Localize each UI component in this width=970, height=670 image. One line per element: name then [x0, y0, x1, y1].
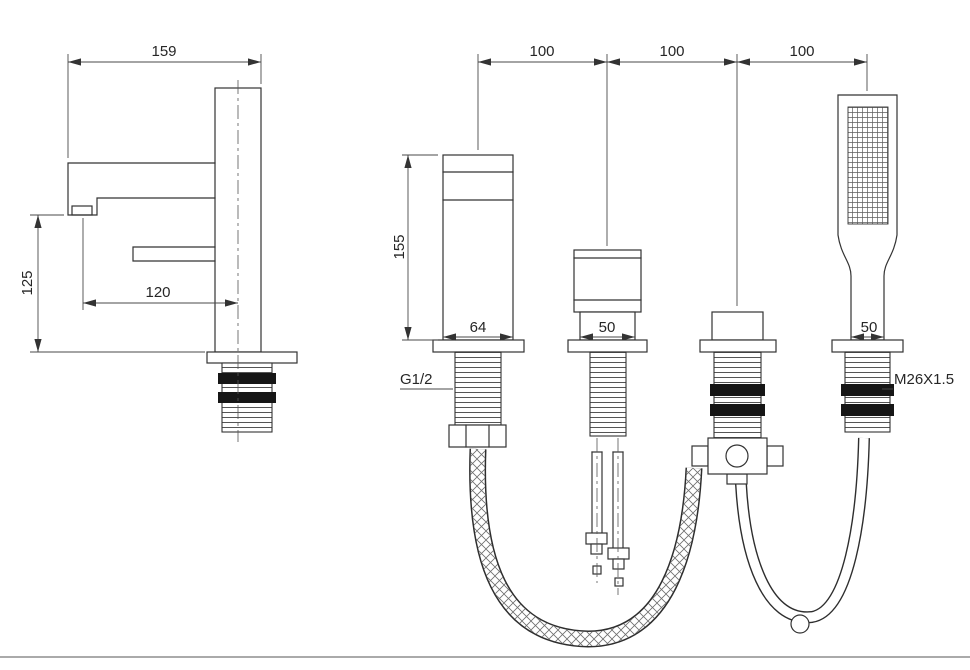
threaded-shank: [589, 351, 627, 437]
seal-washer: [218, 373, 276, 384]
diverter-valve: [691, 311, 784, 485]
spray-face: [847, 106, 889, 225]
dim-label-spacing-a: 100: [529, 43, 554, 60]
seal-washer: [710, 404, 765, 416]
dimension-spout-reach: 120: [82, 218, 238, 310]
side-view: 159 125 120: [19, 43, 298, 442]
deck-flange: [831, 339, 904, 353]
dim-label-spout-base-width: 64: [470, 319, 487, 336]
dim-label-body-height: 155: [391, 234, 408, 259]
dimension-hole-spacing: 100 100 100: [477, 43, 868, 306]
dim-label-spacing-b: 100: [659, 43, 684, 60]
dim-label-spout-reach: 120: [145, 284, 170, 301]
braided-hose: [469, 448, 703, 648]
side-view-body: [67, 87, 298, 433]
dimension-overall-width: 159: [67, 43, 262, 158]
deck-flange: [567, 339, 648, 353]
deck-flange: [432, 339, 525, 353]
thread-spec-inlet: G1/2: [400, 371, 453, 390]
spout-aerator: [71, 205, 93, 216]
dim-label-overall-width: 159: [151, 43, 176, 60]
threaded-shank: [454, 351, 502, 426]
diverter-handle: 50: [567, 249, 648, 595]
deck-flange: [699, 339, 777, 353]
lever-handle: [132, 246, 216, 262]
seal-washer: [710, 384, 765, 396]
dim-label-spout-height: 125: [19, 270, 36, 295]
seal-washer: [841, 384, 894, 396]
dimension-body-height: 155: [391, 154, 438, 341]
spout-column: 64: [432, 154, 525, 448]
thread-spec-shower: M26X1.5: [882, 371, 954, 390]
hand-shower: 50: [831, 94, 904, 433]
hose-ring-connector: [790, 614, 810, 634]
valve-body: [691, 437, 784, 485]
seal-washer: [218, 392, 276, 403]
seal-washer: [841, 404, 894, 416]
mounting-nut: [448, 424, 507, 448]
supply-tube-right: [607, 451, 630, 587]
deck-flange: [206, 351, 298, 364]
thread-label-g12: G1/2: [400, 371, 433, 388]
dim-label-shower-width: 50: [861, 319, 878, 336]
front-view: 100 100 100 64 155: [391, 43, 954, 648]
dim-label-spacing-c: 100: [789, 43, 814, 60]
thread-label-m26: M26X1.5: [894, 371, 954, 388]
shower-hose: [735, 437, 870, 634]
dim-label-diverter-width: 50: [599, 319, 616, 336]
dimension-spout-height: 125: [19, 214, 205, 353]
